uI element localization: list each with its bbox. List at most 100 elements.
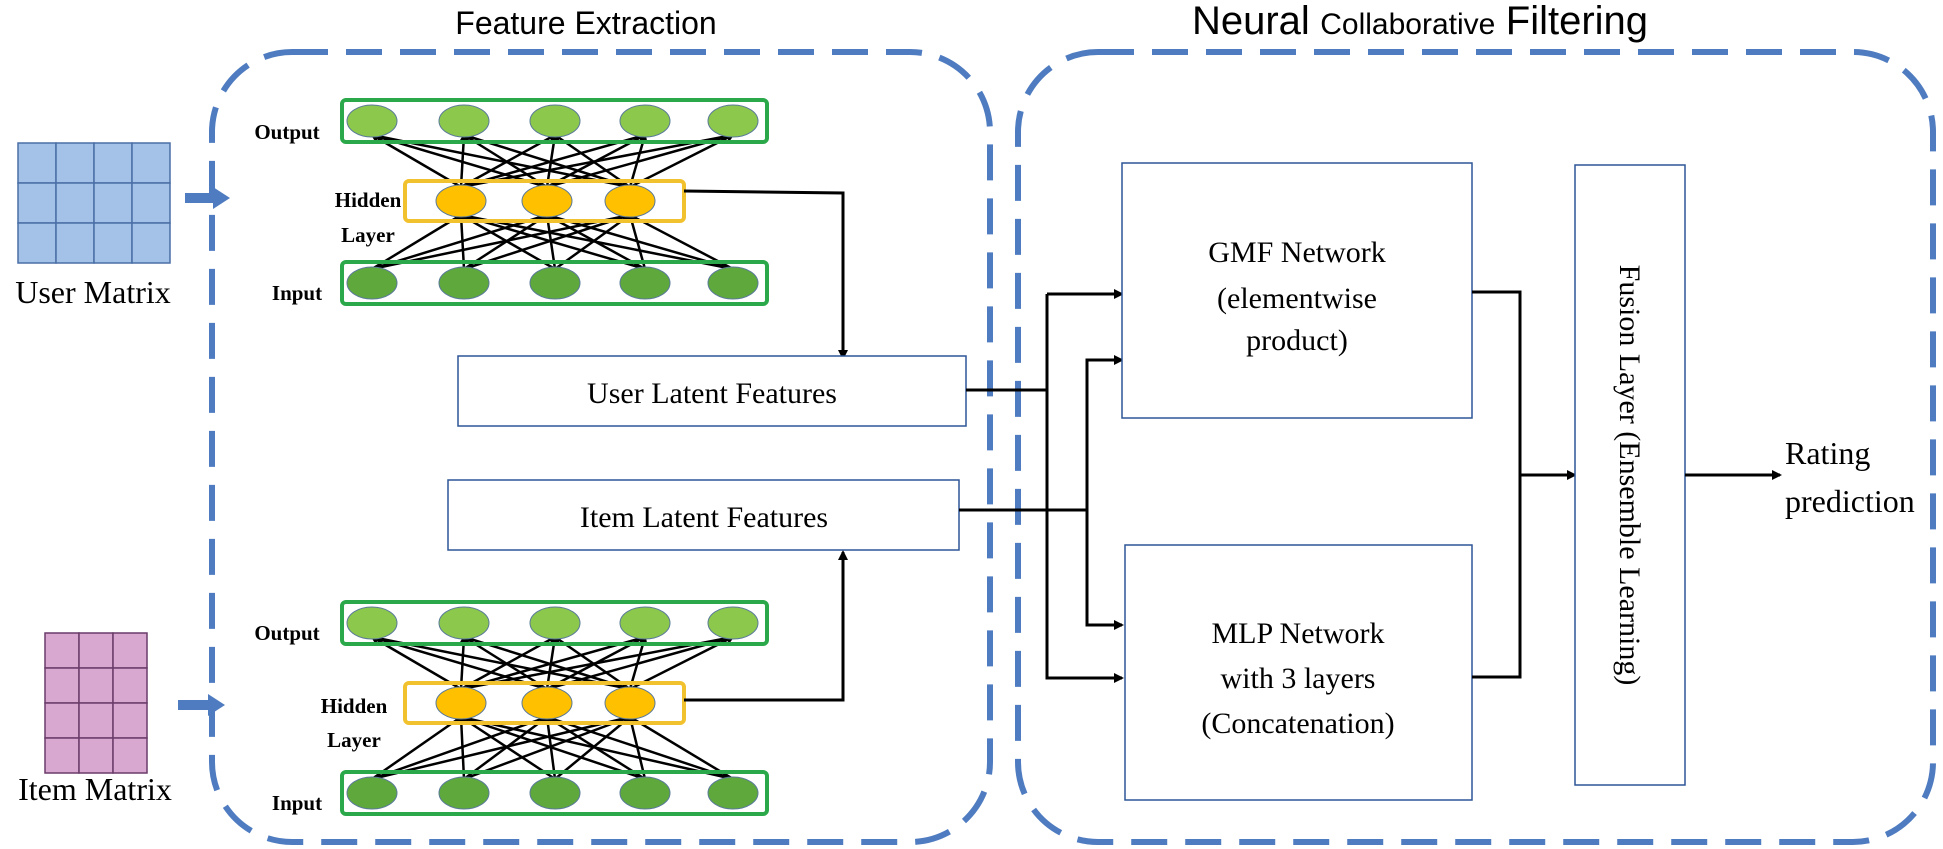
gmf-network-label-line2: (elementwise xyxy=(1217,282,1377,315)
user-autoencoder: Output Hidden Layer Input xyxy=(254,98,769,306)
output-layer-label: Output xyxy=(254,120,319,144)
item-matrix-label: Item Matrix xyxy=(18,771,172,807)
output-node xyxy=(346,104,398,138)
matrix-cell xyxy=(112,632,148,669)
hidden-layer-label: Hidden xyxy=(321,694,388,718)
mlp-network-label-line3: (Concatenation) xyxy=(1201,707,1394,740)
matrix-cell xyxy=(17,222,57,264)
output-layer-frame xyxy=(340,98,769,144)
feature-extraction-title: Feature Extraction xyxy=(455,5,716,41)
output-node xyxy=(438,104,490,138)
user-hidden-to-latent-arrow xyxy=(683,189,848,360)
gmf-network-label: GMF Network xyxy=(1208,236,1386,269)
hidden-layer-label-line2: Layer xyxy=(327,728,381,752)
network-edge xyxy=(628,715,734,781)
hidden-node xyxy=(435,184,487,218)
rating-prediction-label-line2: prediction xyxy=(1785,483,1915,519)
mlp-network-box xyxy=(1124,544,1473,801)
matrix-cell xyxy=(93,182,133,224)
input-node xyxy=(707,266,759,300)
network-edge xyxy=(371,715,463,781)
hidden-layer-frame xyxy=(403,179,686,223)
network-edge xyxy=(459,715,556,781)
input-layer-label: Input xyxy=(272,281,322,305)
hidden-layer-frame xyxy=(403,681,686,725)
mlp-network-label: MLP Network xyxy=(1211,617,1384,650)
matrix-cell xyxy=(44,667,80,704)
output-node xyxy=(619,104,671,138)
user-matrix-arrow-icon xyxy=(185,187,230,209)
user-latent-features-label: User Latent Features xyxy=(587,377,837,410)
item-hidden-to-latent-arrow xyxy=(684,550,848,702)
input-layer-frame xyxy=(340,770,769,816)
fusion-layer-label: Fusion Layer (Ensemble Learning) xyxy=(1613,265,1646,686)
network-edge xyxy=(371,714,632,781)
hidden-layer-label: Hidden xyxy=(335,188,402,212)
gmf-network-box xyxy=(1121,162,1473,419)
matrix-cell xyxy=(131,142,171,184)
hidden-node xyxy=(521,184,573,218)
hidden-node xyxy=(604,184,656,218)
matrix-cell xyxy=(44,632,80,669)
output-layer-frame xyxy=(340,600,769,646)
input-node xyxy=(438,266,490,300)
user-matrix-label: User Matrix xyxy=(15,274,171,310)
output-node xyxy=(529,606,581,640)
matrix-cell xyxy=(78,737,114,774)
matrix-cell xyxy=(112,667,148,704)
output-node xyxy=(707,104,759,138)
matrix-cell xyxy=(112,737,148,774)
gmf-network-label-line3: product) xyxy=(1246,324,1348,357)
input-node xyxy=(346,776,398,810)
item-matrix-arrow-icon xyxy=(178,694,225,716)
latent-to-network-connectors xyxy=(959,289,1124,683)
network-edge xyxy=(463,715,549,781)
output-node xyxy=(529,104,581,138)
item-latent-features-label: Item Latent Features xyxy=(580,501,828,534)
matrix-cell xyxy=(78,702,114,739)
matrix-cell xyxy=(131,222,171,264)
network-edge xyxy=(463,715,632,781)
matrix-cell xyxy=(55,222,95,264)
output-node xyxy=(438,606,490,640)
network-to-fusion-connectors xyxy=(1472,290,1577,679)
input-node xyxy=(529,266,581,300)
network-edge xyxy=(459,714,734,781)
input-node xyxy=(438,776,490,810)
matrix-cell xyxy=(93,142,133,184)
matrix-cell xyxy=(17,182,57,224)
output-node xyxy=(619,606,671,640)
rating-prediction-label: Rating xyxy=(1785,435,1870,471)
network-edge xyxy=(457,715,466,780)
matrix-cell xyxy=(17,142,57,184)
output-node xyxy=(346,606,398,640)
user-matrix-grid xyxy=(17,142,171,264)
hidden-node xyxy=(435,686,487,720)
matrix-cell xyxy=(93,222,133,264)
output-layer-label: Output xyxy=(254,621,319,645)
item-latent-features-box xyxy=(447,479,960,551)
matrix-cell xyxy=(55,182,95,224)
hidden-node xyxy=(604,686,656,720)
output-node xyxy=(707,606,759,640)
input-node xyxy=(529,776,581,810)
network-edge xyxy=(545,715,734,781)
matrix-cell xyxy=(78,667,114,704)
network-edge xyxy=(459,715,646,781)
feature-extraction-container xyxy=(209,49,993,845)
input-layer-label: Input xyxy=(272,791,322,815)
user-latent-features-box xyxy=(457,355,967,427)
matrix-cell xyxy=(78,632,114,669)
matrix-cell xyxy=(44,702,80,739)
fusion-layer-box xyxy=(1574,164,1686,786)
item-autoencoder: Output Hidden Layer Input xyxy=(254,600,769,816)
input-node xyxy=(619,266,671,300)
input-layer-frame xyxy=(340,260,769,306)
input-node xyxy=(707,776,759,810)
network-edge xyxy=(371,715,549,781)
mlp-network-label-line2: with 3 layers xyxy=(1221,662,1376,695)
item-matrix-grid xyxy=(44,632,148,774)
input-node xyxy=(346,266,398,300)
ncf-title: Neural Collaborative Filtering xyxy=(1192,0,1648,43)
